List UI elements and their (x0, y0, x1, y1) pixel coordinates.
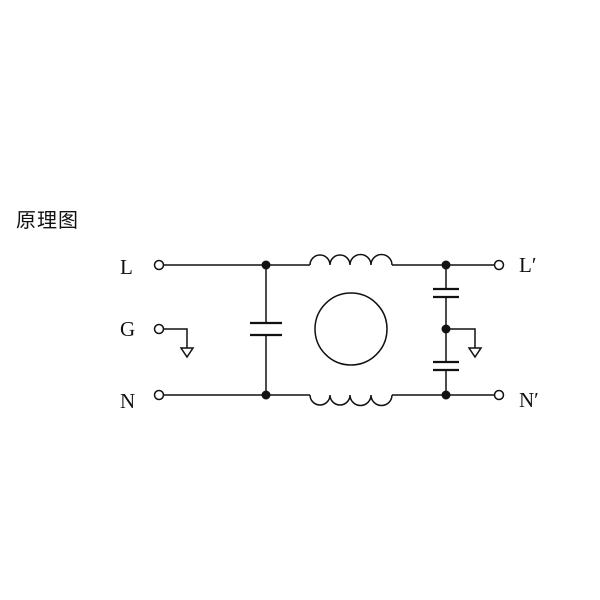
label-neutral-out: N′ (519, 388, 539, 412)
junction-node (261, 390, 271, 400)
input-ground-icon (179, 347, 195, 359)
bottom-inductor (309, 394, 393, 407)
diagram-title: 原理图 (16, 208, 79, 232)
top-inductor (309, 253, 393, 266)
choke-core (314, 292, 388, 366)
junction-node (261, 260, 271, 270)
label-line-out: L′ (519, 253, 536, 277)
label-neutral-in: N (120, 389, 135, 413)
terminal-neutral-out (493, 389, 505, 401)
terminal-line-in (153, 259, 165, 271)
label-ground: G (120, 317, 135, 341)
label-line-in: L (120, 255, 133, 279)
input-ground-wire (164, 328, 188, 348)
terminal-line-out (493, 259, 505, 271)
x-capacitor (250, 321, 282, 337)
y-capacitor-top (433, 287, 459, 299)
y-capacitor-bottom (433, 360, 459, 372)
terminal-ground (153, 323, 165, 335)
junction-node (441, 324, 451, 334)
output-ground-wire (446, 328, 476, 348)
output-ground-icon (467, 347, 483, 359)
terminal-neutral-in (153, 389, 165, 401)
junction-node (441, 390, 451, 400)
junction-node (441, 260, 451, 270)
